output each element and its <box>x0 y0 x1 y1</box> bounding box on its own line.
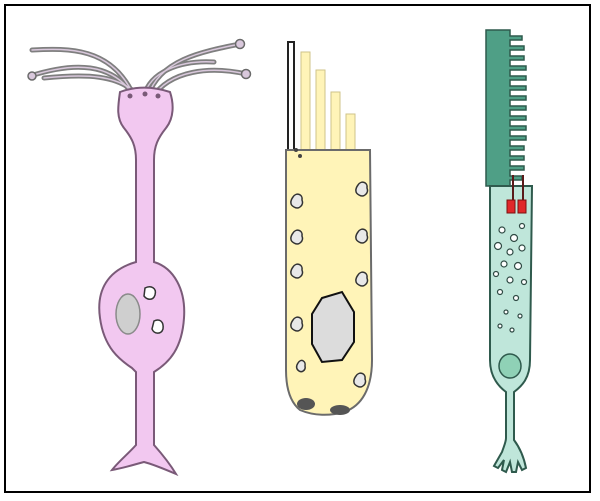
stereocilium <box>331 92 340 150</box>
basal-body-icon <box>143 92 148 97</box>
basal-body-icon <box>128 94 133 99</box>
synaptic-ending-icon <box>330 405 350 415</box>
stereocilium <box>316 70 325 150</box>
epithelial-hair-cell <box>286 42 372 415</box>
cilium-tip-icon <box>236 40 245 49</box>
neuron-body <box>99 88 184 475</box>
cilium-tip-icon <box>242 70 251 79</box>
basal-body-icon <box>294 148 298 152</box>
hair-cell-nucleus <box>312 292 354 362</box>
cilium-tip-icon <box>28 72 36 80</box>
outer-segment <box>486 30 526 186</box>
stereocilium <box>301 52 310 150</box>
kinocilium <box>288 42 294 150</box>
neuron-organelle <box>152 320 163 333</box>
neuron-organelle <box>144 287 155 299</box>
ciliated-sensory-neuron <box>28 40 251 475</box>
cilia-bundle-left <box>30 49 138 96</box>
synaptic-ending-icon <box>297 398 315 410</box>
basal-body-icon <box>156 94 161 99</box>
stereocilium <box>346 114 355 150</box>
neuron-nucleus <box>116 294 140 334</box>
basal-body-icon <box>298 154 302 158</box>
photoreceptor-cell <box>486 30 532 472</box>
photoreceptor-nucleus <box>499 354 521 378</box>
